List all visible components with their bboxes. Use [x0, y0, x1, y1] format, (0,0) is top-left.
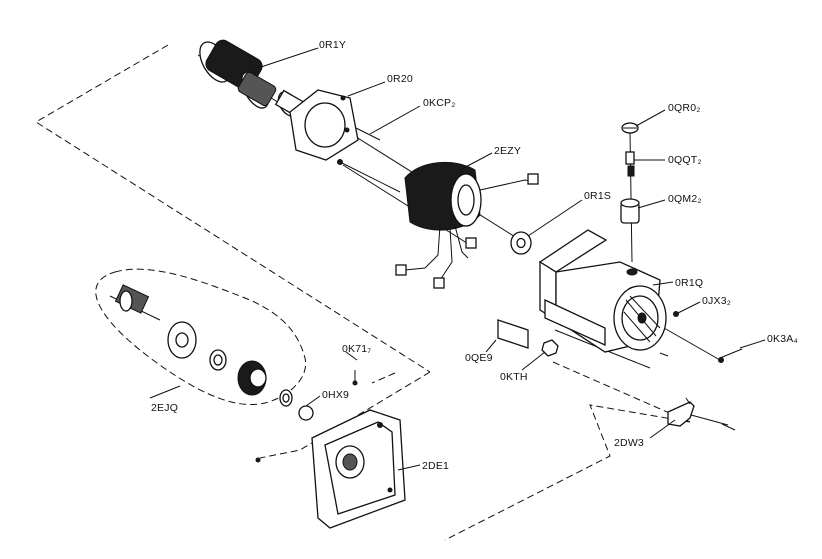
label-ring: 0HX9 — [322, 389, 349, 401]
label-gear-case: 2DE1 — [422, 460, 449, 472]
screw-k71-part — [352, 370, 358, 386]
brush-cap-part — [621, 122, 639, 134]
label-screw-jx: 0JX3₂ — [702, 295, 731, 307]
label-screw-k3a: 0K3A₄ — [767, 333, 798, 345]
label-housing: 0R1Q — [675, 277, 703, 289]
label-brush: 0QQT₂ — [668, 154, 702, 166]
gear-assembly-outline — [95, 268, 307, 405]
brush-holder-part — [620, 198, 640, 224]
label-nut: 0KTH — [500, 371, 528, 383]
nameplate-part — [497, 319, 529, 349]
nut-part — [541, 339, 559, 357]
armature-part — [197, 39, 308, 119]
motor-housing-part — [538, 229, 667, 353]
part-labels: 0R1Y 0R20 0KCP₂ 2EZY 0R1S 0QR0₂ 0QQT₂ 0Q… — [151, 39, 798, 472]
screw-kcp-part — [337, 127, 401, 193]
label-clamp: 2DW3 — [614, 437, 644, 449]
label-brush-cap: 0QR0₂ — [668, 102, 701, 114]
leader-lines — [149, 47, 766, 471]
gear-assembly-parts — [109, 284, 314, 421]
clamp-part — [667, 397, 736, 431]
brush-part — [625, 151, 635, 177]
label-nameplate: 0QE9 — [465, 352, 493, 364]
field-part — [395, 161, 539, 289]
label-armature: 0R1Y — [319, 39, 346, 51]
screw-k3a-part — [718, 348, 743, 363]
gear-case-part — [255, 409, 406, 529]
label-field: 2EZY — [494, 145, 521, 157]
label-bearing: 0R1S — [584, 190, 611, 202]
label-gear-assembly: 2EJQ — [151, 402, 178, 414]
baffle-part — [289, 89, 359, 161]
screw-jx-part — [659, 311, 679, 357]
label-screw-kcp: 0KCP₂ — [423, 97, 456, 109]
label-brush-holder: 0QM2₂ — [668, 193, 702, 205]
assembly-outline — [35, 44, 691, 541]
label-screw-k71: 0K71₇ — [342, 343, 371, 355]
label-baffle: 0R20 — [387, 73, 413, 85]
bearing-part — [510, 231, 532, 255]
